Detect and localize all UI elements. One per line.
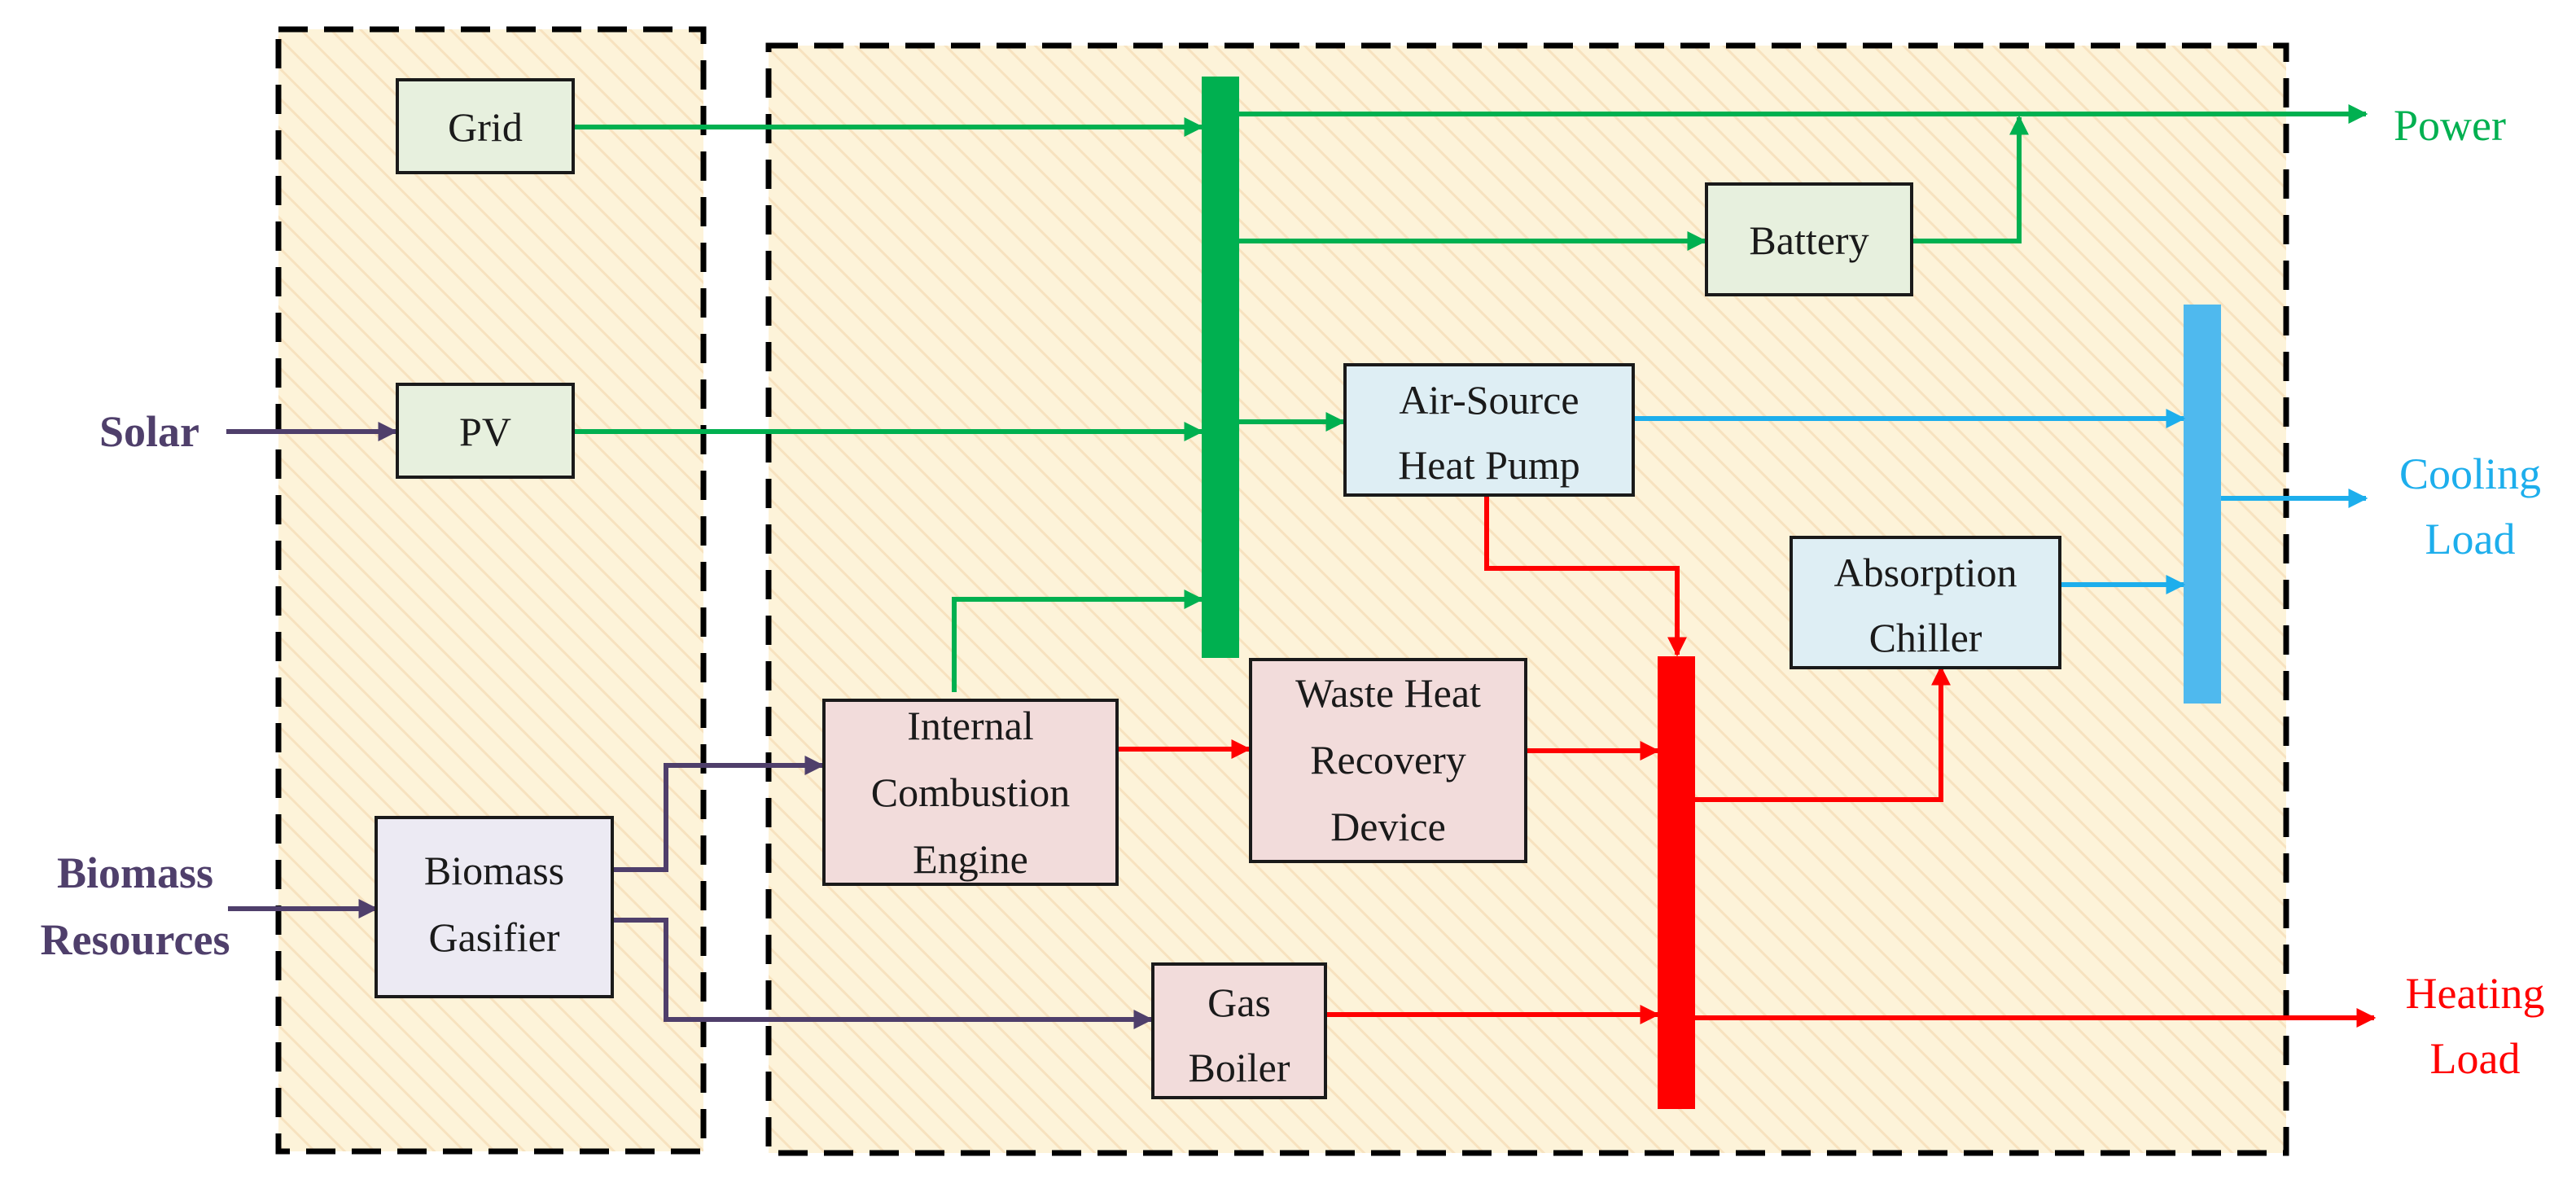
heating-load-label-line1: Heating: [2406, 969, 2545, 1018]
ashp-to-heating-bus-arrow: [1484, 495, 1687, 657]
battery-to-power-arrow: [1912, 115, 2029, 243]
ashp-label-line2: Heat Pump: [1398, 442, 1580, 488]
grid-box: Grid: [396, 78, 575, 174]
cooling-load-label-line1: Cooling: [2399, 449, 2541, 498]
absorption-label-line1: Absorption: [1834, 550, 2017, 595]
heating-bus-to-absorption-arrow: [1695, 665, 1951, 802]
biomass-resources-label-line1: Biomass: [57, 848, 213, 897]
boiler-label-line2: Boiler: [1189, 1045, 1290, 1090]
gasifier-to-boiler-arrow: [611, 918, 1154, 1029]
ice-label-line2: Combustion: [871, 769, 1070, 815]
electric-flows: [573, 104, 2368, 692]
internal-combustion-engine-box: Internal Combustion Engine: [822, 699, 1119, 886]
whr-label-line1: Waste Heat: [1295, 670, 1481, 716]
solar-label: Solar: [99, 407, 199, 456]
biomass-gasifier-box: Biomass Gasifier: [375, 816, 614, 998]
heating-bus: [1658, 656, 1695, 1109]
gasifier-to-engine-arrow: [611, 756, 825, 872]
grid-label: Grid: [448, 104, 523, 150]
engine-to-bus-arrow: [952, 590, 1204, 692]
power-label: Power: [2394, 101, 2506, 150]
biomass-gasifier-label-line1: Biomass: [424, 848, 564, 893]
whr-label-line2: Recovery: [1310, 737, 1466, 783]
biomass-gasifier-label-line2: Gasifier: [428, 914, 559, 960]
gas-boiler-box: Gas Boiler: [1151, 962, 1327, 1099]
battery-box: Battery: [1705, 182, 1913, 296]
pv-label: PV: [459, 409, 511, 454]
cooling-load-label-line2: Load: [2425, 515, 2516, 563]
air-source-heat-pump-box: Air-Source Heat Pump: [1343, 363, 1635, 497]
fuel-flows: [226, 422, 1154, 1029]
cooling-bus: [2184, 305, 2221, 704]
heating-flows: [1115, 495, 2377, 1028]
ice-label-line3: Engine: [913, 836, 1028, 882]
boiler-label-line1: Gas: [1207, 980, 1271, 1025]
heating-load-label-line2: Load: [2430, 1034, 2521, 1083]
ashp-label-line1: Air-Source: [1399, 377, 1579, 423]
absorption-chiller-box: Absorption Chiller: [1790, 536, 2061, 669]
electric-bus: [1202, 77, 1239, 658]
ice-label-line1: Internal: [907, 703, 1033, 748]
absorption-label-line2: Chiller: [1869, 615, 1982, 660]
pv-box: PV: [396, 383, 575, 479]
biomass-resources-label-line2: Resources: [41, 915, 230, 964]
whr-label-line3: Device: [1330, 804, 1446, 849]
battery-label: Battery: [1749, 217, 1868, 263]
waste-heat-recovery-box: Waste Heat Recovery Device: [1249, 658, 1527, 863]
cooling-flows: [1633, 409, 2368, 594]
